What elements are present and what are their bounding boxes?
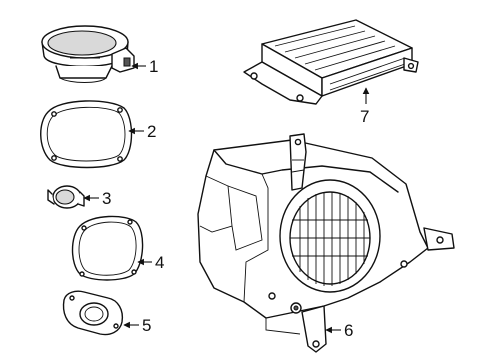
part-7-amplifier — [243, 19, 419, 105]
part-4-gasket — [71, 215, 144, 281]
callout-2: 2 — [128, 122, 156, 141]
subwoofer-grille — [290, 192, 370, 286]
callout-4: 4 — [137, 253, 164, 272]
part-3-tweeter — [47, 185, 85, 209]
callout-6: 6 — [325, 321, 353, 340]
callout-3: 3 — [83, 189, 111, 208]
part-1-speaker — [41, 25, 135, 83]
callout-5: 5 — [123, 316, 151, 335]
callout-5-label: 5 — [142, 316, 151, 335]
part-6-subwoofer — [197, 133, 455, 353]
callout-1-label: 1 — [149, 57, 158, 76]
callout-1: 1 — [131, 57, 158, 76]
callout-6-label: 6 — [344, 321, 353, 340]
part-5-bracket — [62, 290, 124, 336]
callout-2-label: 2 — [147, 122, 156, 141]
callout-7: 7 — [360, 87, 369, 126]
callout-4-label: 4 — [155, 253, 164, 272]
callout-3-label: 3 — [102, 189, 111, 208]
part-2-gasket — [40, 100, 133, 169]
callout-7-label: 7 — [360, 107, 369, 126]
